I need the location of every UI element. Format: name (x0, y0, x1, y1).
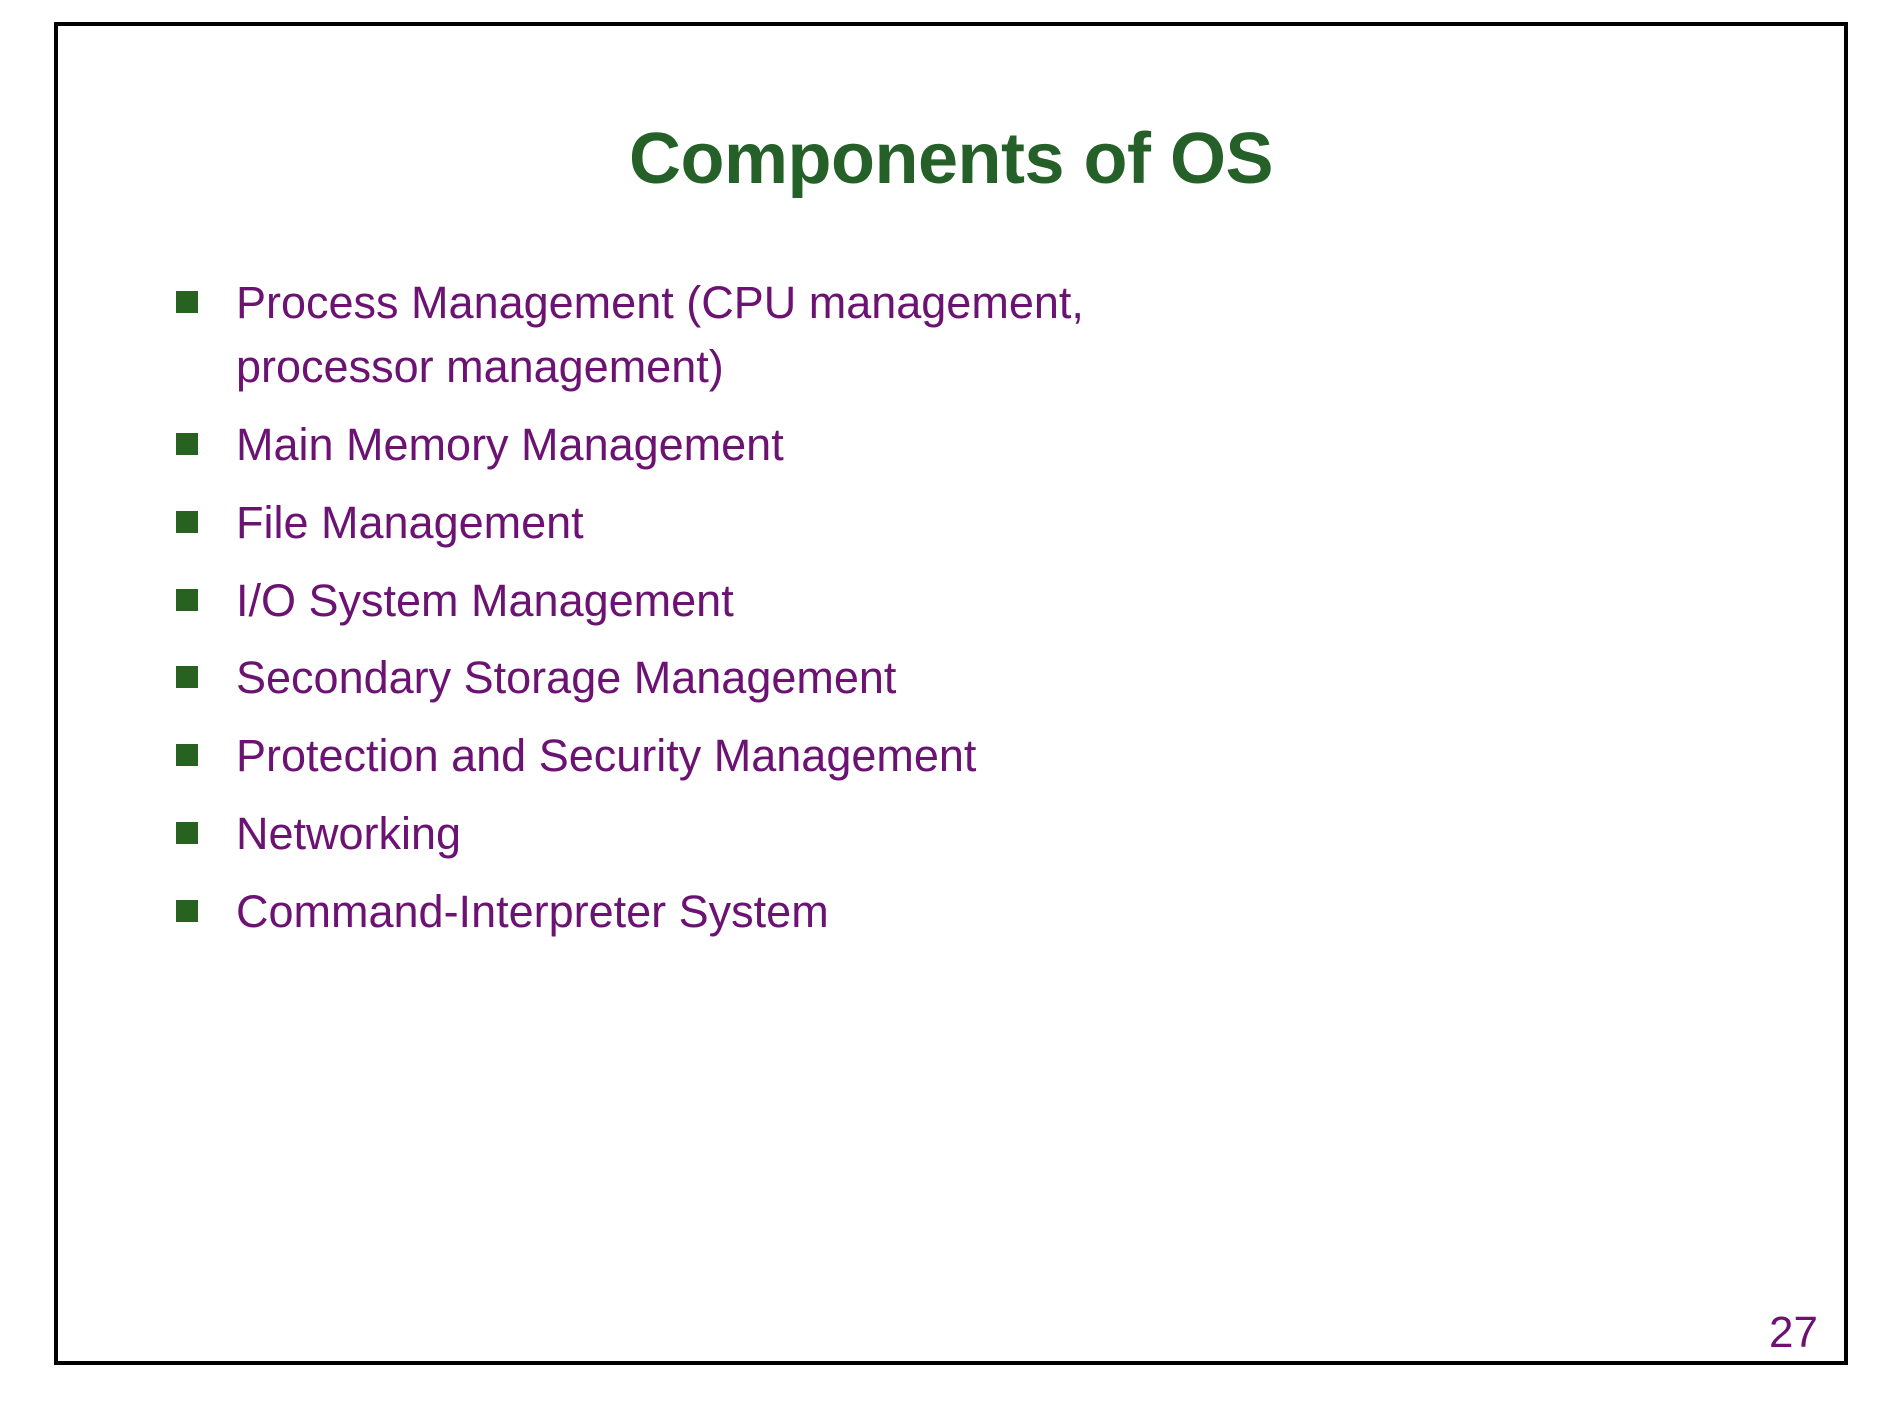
list-item-label: Process Management (CPU management, proc… (236, 277, 1084, 392)
list-item: Command-Interpreter System (176, 880, 1476, 944)
list-item: Secondary Storage Management (176, 646, 1476, 710)
list-item-label: Protection and Security Management (236, 730, 977, 782)
list-item: Main Memory Management (176, 413, 1476, 477)
list-item: File Management (176, 491, 1476, 555)
square-bullet-icon (176, 510, 198, 533)
square-bullet-icon (176, 432, 198, 455)
square-bullet-icon (176, 291, 198, 313)
bullet-list: Process Management (CPU management, proc… (176, 271, 1476, 958)
page-number: 27 (1769, 1308, 1818, 1357)
square-bullet-icon (176, 822, 198, 845)
list-item-label: I/O System Management (236, 574, 734, 626)
page-title: Components of OS (629, 119, 1273, 200)
square-bullet-icon (176, 900, 198, 923)
list-item: Protection and Security Management (176, 724, 1476, 788)
list-item-label: Networking (236, 808, 462, 860)
list-item: Networking (176, 802, 1476, 866)
list-item-label: Main Memory Management (236, 418, 784, 470)
list-item-label: File Management (236, 496, 584, 548)
list-item: I/O System Management (176, 569, 1476, 633)
list-item-label: Command-Interpreter System (236, 886, 829, 938)
list-item: Process Management (CPU management, proc… (176, 271, 1476, 399)
list-item-label: Secondary Storage Management (236, 652, 897, 704)
slide-frame: Components of OS Process Management (CPU… (54, 22, 1848, 1365)
square-bullet-icon (176, 588, 198, 611)
square-bullet-icon (176, 666, 198, 689)
square-bullet-icon (176, 744, 198, 767)
